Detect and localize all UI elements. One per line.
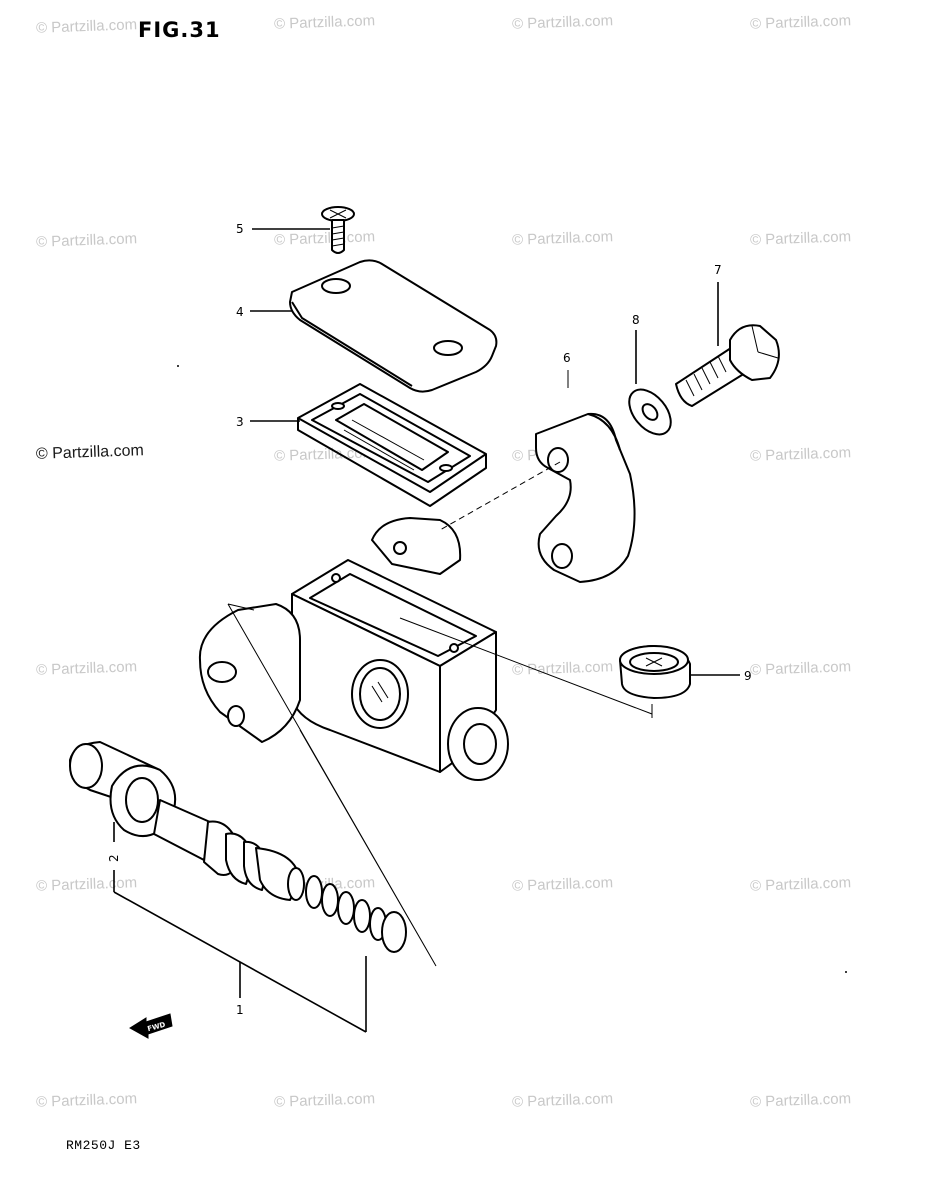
stray-dot — [845, 971, 847, 973]
holder-clamp-part-6[interactable] — [535, 412, 636, 583]
callout-3: 3 — [236, 415, 244, 429]
piston-assembly-part-1[interactable] — [69, 741, 407, 953]
callout-leaders — [113, 228, 740, 1033]
washer-part-8[interactable] — [621, 382, 679, 442]
master-cylinder-body[interactable] — [198, 517, 509, 781]
stray-dot — [177, 365, 179, 367]
callout-9: 9 — [744, 669, 752, 683]
callout-5: 5 — [236, 222, 244, 236]
screw-part-5[interactable] — [321, 206, 355, 254]
callout-8: 8 — [632, 313, 640, 327]
callout-2: 2 — [107, 854, 121, 862]
figure-title: FIG.31 — [138, 18, 221, 42]
callout-6: 6 — [563, 351, 571, 365]
callout-4: 4 — [236, 305, 244, 319]
assembly-guide-lines — [227, 370, 653, 967]
callout-7: 7 — [714, 263, 722, 277]
diaphragm-part-3[interactable] — [297, 383, 487, 507]
forward-direction-arrow: FWD — [129, 1013, 173, 1039]
model-code: RM250J E3 — [66, 1138, 141, 1153]
callout-1: 1 — [236, 1003, 244, 1017]
bolt-part-7[interactable] — [675, 324, 780, 407]
boot-part-9[interactable] — [619, 645, 691, 699]
reservoir-cap-part-4[interactable] — [289, 259, 498, 393]
